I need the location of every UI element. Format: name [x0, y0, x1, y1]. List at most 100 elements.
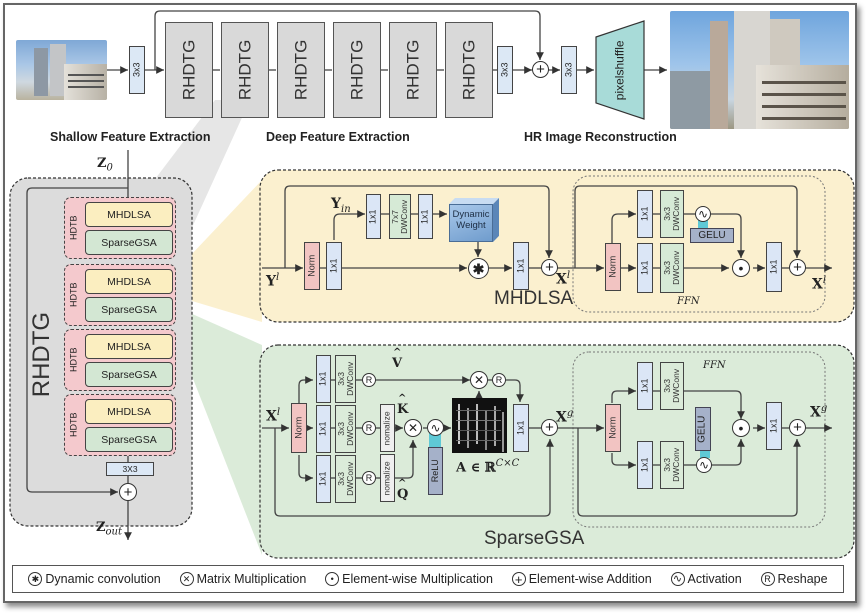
- mhdlsa-ffn-title: FFN: [677, 296, 700, 307]
- mhdlsa-block: MHDLSA: [85, 399, 173, 424]
- mhdlsa-ffn-out-conv: 1x1: [766, 242, 782, 292]
- sparsegsa-callout-wedge: [172, 305, 262, 555]
- v-hat-label: ^V: [392, 347, 403, 371]
- shallow-conv-3x3: 3x3: [129, 46, 145, 94]
- mhdlsa-ffn-panel: [572, 175, 826, 313]
- rhdtg-block-4: RHDTG: [333, 22, 381, 118]
- mhdlsa-title: MHDLSA: [494, 288, 574, 309]
- hdtb-block-4: HDTB MHDLSA SparseGSA: [64, 394, 176, 456]
- rhdtg-block-2: RHDTG: [221, 22, 269, 118]
- rhdtg-block-3: RHDTG: [277, 22, 325, 118]
- sparsegsa-ffn-activation-icon: ∿: [696, 457, 712, 473]
- mhdlsa-mid-label: Xl: [556, 270, 571, 288]
- reshape-icon: R: [760, 572, 775, 586]
- mhdlsa-block: MHDLSA: [85, 269, 173, 294]
- pixelshuffle-label: pixelshuffle: [612, 40, 627, 100]
- q-normalize: nomalize: [380, 454, 395, 502]
- qk-matrix-mult-icon: ✕: [404, 419, 422, 437]
- attention-matrix-label: A ∈ ℝC×C: [456, 458, 520, 476]
- sparsegsa-input-label: Xl: [266, 407, 281, 425]
- hr-output-image: [670, 11, 849, 129]
- mhdlsa-conv-1x1: 1x1: [326, 242, 342, 290]
- k-normalize: nomalize: [380, 404, 395, 452]
- z0-label: Z0: [97, 156, 113, 174]
- legend-item: ✱Dynamic convolution: [28, 572, 161, 586]
- sparsegsa-ffn-top-dwconv: 3x3 DWConv: [660, 362, 684, 410]
- sparsegsa-ffn-bottom-conv: 1x1: [637, 441, 653, 489]
- mhdlsa-norm: Norm: [304, 242, 320, 290]
- av-matrix-mult-icon: ✕: [470, 371, 488, 389]
- k-reshape-icon: R: [362, 421, 376, 435]
- rhdtg-conv-3x3: 3X3: [106, 462, 154, 476]
- mhdlsa-gelu-label: GELU: [690, 228, 734, 243]
- mhdlsa-output-label: Xl: [812, 275, 827, 293]
- mhdlsa-ffn-top-conv: 1x1: [637, 190, 653, 238]
- legend-item: •Element-wise Multiplication: [325, 572, 493, 586]
- mhdlsa-branch-conv-b: 1x1: [418, 194, 433, 239]
- sparsegsa-ffn-title: FFN: [703, 360, 726, 371]
- mhdlsa-ffn-elementwise-mult-icon: •: [732, 259, 750, 277]
- k-hat-label: ^K: [397, 393, 409, 417]
- rhdtg-block-1: RHDTG: [165, 22, 213, 118]
- rhdtg-block-6: RHDTG: [445, 22, 493, 118]
- hdtb-block-2: HDTB MHDLSA SparseGSA: [64, 264, 176, 326]
- gelu-stem-sparsegsa: [700, 450, 710, 458]
- pixelshuffle-block: [595, 20, 645, 120]
- deep-conv-3x3: 3x3: [497, 46, 513, 94]
- sparsegsa-block: SparseGSA: [85, 297, 173, 322]
- legend-item: +Element-wise Addition: [511, 572, 652, 586]
- sparsegsa-gelu-label: GELU: [695, 407, 711, 451]
- sparsegsa-ffn-bottom-dwconv: 3x3 DWConv: [660, 441, 684, 489]
- gelu-stem-mhdlsa: [698, 218, 708, 228]
- sparsegsa-block: SparseGSA: [85, 427, 173, 452]
- dynamic-weight-block: Dynamic Weight: [449, 198, 499, 242]
- legend: ✱Dynamic convolution ✕Matrix Multiplicat…: [12, 565, 844, 593]
- mhdlsa-input-label: Yl: [266, 272, 280, 290]
- v-conv-1x1: 1x1: [316, 355, 331, 403]
- activation-icon: ∿: [670, 572, 685, 586]
- mhdlsa-ffn-top-dwconv: 3x3 DWConv: [660, 190, 684, 238]
- sparsegsa-panel: [259, 344, 855, 559]
- global-residual-add-icon: +: [532, 61, 549, 78]
- recon-conv-3x3: 3x3: [561, 46, 577, 94]
- mhdlsa-ffn-residual-add-icon: +: [789, 259, 806, 276]
- matrix-multiplication-icon: ✕: [179, 572, 194, 586]
- mhdlsa-ffn-activation-icon: ∿: [695, 206, 711, 222]
- sparsegsa-block: SparseGSA: [85, 230, 173, 255]
- yin-label: Yin: [331, 196, 351, 215]
- sparsegsa-norm: Norm: [291, 403, 307, 453]
- attention-map: [452, 398, 507, 453]
- v-dwconv-3x3: 3x3 DWConv: [335, 355, 356, 403]
- mhdlsa-out-conv-1x1: 1x1: [513, 242, 529, 290]
- mhdlsa-branch-conv-a: 1x1: [366, 194, 381, 239]
- legend-item: ∿Activation: [670, 572, 742, 586]
- relu-stem: [429, 432, 441, 450]
- rhdtg-title: RHDTG: [28, 312, 56, 398]
- mhdlsa-residual-add-icon: +: [541, 259, 558, 276]
- sparsegsa-ffn-norm: Norm: [605, 404, 621, 452]
- shallow-feature-extraction-label: Shallow Feature Extraction: [50, 130, 211, 144]
- q-reshape-icon: R: [362, 471, 376, 485]
- sparsegsa-mid-label: Xg: [556, 408, 574, 426]
- hdtb-tag: HDTB: [68, 215, 79, 241]
- mhdlsa-ffn-bottom-dwconv: 3x3 DWConv: [660, 243, 684, 293]
- mhdlsa-block: MHDLSA: [85, 334, 173, 359]
- q-conv-1x1: 1x1: [316, 455, 331, 503]
- hr-reconstruction-label: HR Image Reconstruction: [524, 130, 677, 144]
- sparsegsa-residual-add-icon: +: [541, 419, 558, 436]
- sparsegsa-title: SparseGSA: [484, 528, 585, 549]
- mhdlsa-callout-wedge: [172, 180, 262, 322]
- sparsegsa-ffn-elementwise-mult-icon: •: [732, 419, 750, 437]
- sparsegsa-ffn-top-conv: 1x1: [637, 362, 653, 410]
- hdtb-tag: HDTB: [68, 412, 79, 438]
- zout-label: Zout: [96, 520, 122, 538]
- sparsegsa-ffn-residual-add-icon: +: [789, 419, 806, 436]
- hdtb-block-1: HDTB MHDLSA SparseGSA: [64, 197, 176, 259]
- mhdlsa-ffn-norm: Norm: [605, 243, 621, 291]
- lr-input-image: [16, 40, 107, 100]
- k-conv-1x1: 1x1: [316, 405, 331, 453]
- q-hat-label: ^Q: [397, 478, 409, 502]
- mhdlsa-block: MHDLSA: [85, 202, 173, 227]
